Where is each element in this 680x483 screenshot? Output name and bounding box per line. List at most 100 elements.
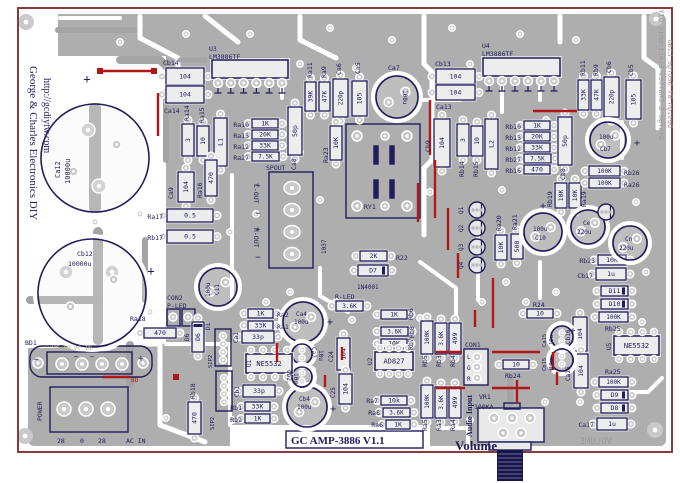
component-Ra15 <box>196 125 210 157</box>
pad-hole <box>528 416 532 420</box>
label-ca5: Ca5 <box>354 62 362 74</box>
pad-hole <box>560 362 564 366</box>
pad-hole <box>552 79 556 83</box>
pad-hole <box>440 169 444 173</box>
value-Rb17: 0.5 <box>184 233 196 241</box>
label-rb13: Rb13 <box>505 134 521 142</box>
label-c24: C24 <box>328 351 335 362</box>
label-r-led: R-LED <box>335 293 355 301</box>
cap-clearance-ring <box>546 344 578 376</box>
label-rb10: Rb10 <box>505 123 521 131</box>
pad-hole <box>539 79 543 83</box>
pad-hole <box>267 81 271 85</box>
pad-hole <box>475 120 479 124</box>
value-Rb25: 100K <box>606 314 621 321</box>
value-Ra23: 10K <box>332 137 340 149</box>
pad-hole <box>290 208 294 212</box>
transistor-pin <box>475 226 479 230</box>
pad-hole <box>339 73 342 77</box>
pad-hole <box>475 158 479 162</box>
value-Rb13: 20K <box>531 133 543 141</box>
pad-hole <box>160 93 164 96</box>
component-Ca5 <box>351 80 368 117</box>
pad-hole <box>196 316 200 320</box>
value-Ca6: 220p <box>338 90 345 105</box>
pad-hole <box>397 372 401 376</box>
cap-clearance-ring <box>194 263 242 311</box>
pad-hole <box>272 417 276 420</box>
capacitor-Ca12 <box>40 103 150 213</box>
component-D7 <box>357 264 389 277</box>
pad-hole <box>518 168 522 171</box>
pad-hole <box>280 122 284 125</box>
pad-hole <box>440 113 444 117</box>
label-ra18: Ra18 <box>130 315 146 323</box>
isolation-channel <box>641 13 661 131</box>
label-ca14: Ca14 <box>164 107 180 115</box>
label-cb16: Cb16 <box>565 329 572 344</box>
value-D7: D7 <box>369 267 377 275</box>
label-ca9: Ca9 <box>167 187 175 199</box>
cap-clearance-ring <box>519 208 567 256</box>
label-q3: Q3 <box>458 243 465 251</box>
label-ra15: Ra15 <box>198 107 206 123</box>
cap-clearance-ring <box>585 117 631 163</box>
label-mark: − <box>255 209 261 219</box>
value-Cb8: 50p <box>561 135 569 147</box>
label-28: 28 <box>98 437 106 445</box>
pad-hole <box>313 400 317 404</box>
label-10000u: 10000u <box>68 260 92 268</box>
component-Ca1 <box>241 330 275 344</box>
label-rb25: Rb25 <box>605 325 621 333</box>
pad-hole <box>297 410 301 414</box>
pad-hole <box>644 270 648 274</box>
pad-hole <box>543 400 547 404</box>
value-Ca14: 104 <box>179 91 191 99</box>
value-Rb12: 33K <box>531 144 543 152</box>
sip-connector <box>214 328 232 367</box>
component-D9 <box>600 389 629 401</box>
component-Ra16 <box>204 159 218 197</box>
pad-hole <box>487 79 491 83</box>
label-100u: 100u <box>297 404 312 411</box>
label-ra5: Ra5 <box>421 419 429 431</box>
pad-hole <box>595 406 599 410</box>
label-10000u: 10000u <box>64 159 72 184</box>
label-ca13: Ca13 <box>436 103 452 111</box>
pad-hole <box>613 134 617 137</box>
label-vr1: VR1 <box>479 393 491 401</box>
pad-hole <box>115 143 119 146</box>
value-Ra15: 10 <box>199 137 207 145</box>
value-D9: D9 <box>611 391 619 399</box>
pad-hole <box>582 74 585 78</box>
pad-hole <box>499 262 503 266</box>
diode-band <box>622 300 625 308</box>
value-Rb24: 10 <box>512 361 520 369</box>
value-Rb19: 10K <box>557 190 565 202</box>
pad-hole <box>254 81 258 85</box>
pad-hole <box>61 406 67 412</box>
component-Rb14 <box>456 123 470 157</box>
transistor-pin <box>471 263 475 267</box>
pad-hole <box>164 416 168 420</box>
pad-hole <box>518 146 522 149</box>
transistor-pin <box>479 245 483 249</box>
pad-hole <box>229 81 233 85</box>
mounting-hole-drill <box>653 16 659 22</box>
bridge-inner <box>46 351 133 375</box>
pad-hole <box>300 379 304 383</box>
label-220u: 220u <box>619 245 634 252</box>
pad-hole <box>378 346 382 350</box>
label-r22: R22 <box>396 254 408 262</box>
pad-hole <box>412 423 416 426</box>
component-Rb9 <box>590 79 603 111</box>
pad-hole <box>515 261 519 265</box>
label-rb14: Rb14 <box>458 161 466 177</box>
isolation-channel <box>421 13 435 238</box>
value-Rb11: 33K <box>580 89 588 101</box>
label-ra14: Ra14 <box>183 105 191 121</box>
pad-hole <box>450 26 454 30</box>
pad-hole <box>222 384 226 388</box>
pad-hole <box>518 135 522 138</box>
label-l-out: L-OUT <box>252 184 260 204</box>
